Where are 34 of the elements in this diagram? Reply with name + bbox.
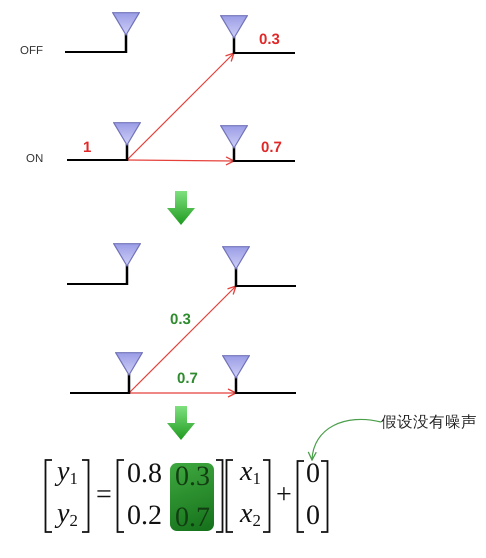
note-text: 假设没有噪声: [381, 412, 477, 432]
matrix-entry: 0.2: [127, 502, 162, 530]
vector-entry: x$_{2}$: [240, 500, 261, 528]
state-label: OFF: [20, 46, 43, 58]
edge-label: 0.3: [169, 312, 192, 327]
arrow: [127, 156, 235, 166]
matrix-entry: 0.7: [175, 504, 210, 532]
vector-entry: x$_{1}$: [240, 458, 261, 486]
antenna-symbol: [222, 246, 250, 288]
plus-sign: +: [276, 481, 292, 509]
vector-entry: y$_{2}$: [57, 500, 78, 528]
edge-label: 0.7: [176, 371, 199, 386]
state-label: ON: [26, 154, 44, 166]
arrow: [126, 52, 235, 160]
antenna-symbol: [112, 12, 140, 54]
equals-sign: =: [96, 481, 112, 509]
matrix-entry: 0.3: [175, 463, 210, 491]
vector-entry: y$_{1}$: [57, 458, 78, 486]
arrow: [128, 285, 237, 394]
signal-value: 0.7: [261, 140, 282, 155]
matrix-entry: 0.8: [127, 460, 162, 488]
antenna-symbol: [220, 125, 248, 162]
antenna-symbol: [113, 122, 141, 162]
antenna-symbol: [220, 15, 248, 54]
matrix-entry: 0: [306, 460, 320, 488]
arrow: [129, 388, 237, 398]
antenna-symbol: [113, 243, 141, 286]
antenna-symbol: [115, 352, 143, 394]
matrix-entry: 0: [306, 502, 320, 530]
antenna-symbol: [222, 355, 250, 394]
signal-value: 1: [83, 140, 92, 155]
signal-value: 0.3: [259, 32, 280, 47]
leader-arrow: [308, 418, 382, 461]
highlight-box: [170, 463, 214, 531]
